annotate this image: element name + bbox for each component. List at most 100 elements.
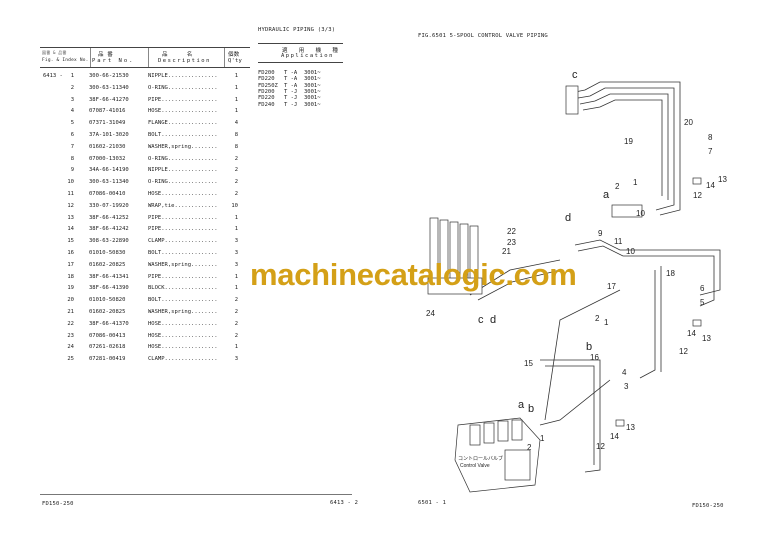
fitting (692, 319, 702, 327)
callout-label: d (565, 212, 571, 224)
callout-label: 10 (626, 247, 635, 256)
pipe-line (582, 99, 663, 196)
callout-label: 14 (687, 329, 696, 338)
callout-label: 1 (604, 318, 609, 327)
pipe-line (574, 239, 721, 296)
part-number: 01602-20825 (89, 309, 126, 315)
description: O-RING............... (148, 179, 218, 186)
quantity: 1 (234, 273, 238, 280)
part-number: 300-66-21530 (89, 73, 129, 79)
model: FD220 (258, 76, 275, 83)
callout-label: 12 (693, 191, 702, 200)
callout-label: 23 (507, 238, 516, 247)
item-number: 19 (67, 285, 74, 292)
item-number: 12 (67, 202, 74, 209)
item-number: 20 (67, 297, 74, 304)
callout-label: 2 (615, 182, 620, 191)
part-number: 38F-66-41270 (89, 96, 129, 103)
quantity: 4 (234, 120, 238, 127)
part-number: 38F-66-41341 (89, 273, 129, 280)
description: WASHER,spring........ (148, 309, 218, 315)
header-part-no: Part No. (92, 58, 135, 64)
pipe-line (574, 81, 681, 216)
part-number: 308-63-22890 (89, 238, 129, 245)
fig-no: 6413 - (43, 73, 63, 79)
spool (497, 420, 509, 442)
fitting (615, 419, 625, 427)
part-number: 07086-00413 (89, 332, 126, 339)
quantity: 2 (234, 320, 238, 327)
callout-label: 20 (684, 118, 693, 127)
callout-label: 19 (624, 137, 633, 146)
pipe-line (577, 245, 715, 307)
part-number: 37A-101-3020 (89, 132, 129, 138)
callout-label: 13 (702, 334, 711, 343)
quantity: 2 (234, 191, 238, 197)
callout-label: 1 (540, 434, 545, 443)
description: HOSE................. (148, 320, 218, 327)
valve-block-upper (427, 217, 483, 295)
callout-label: 10 (636, 209, 645, 218)
brackets (565, 85, 702, 427)
quantity: 2 (234, 309, 238, 315)
quantity: 8 (234, 143, 238, 150)
footer-model-left: FD150-250 (42, 501, 74, 507)
description: WRAP,tie............. (148, 202, 218, 209)
callout-label: 18 (666, 269, 675, 278)
description: PIPE................. (148, 214, 218, 221)
quantity: 10 (231, 202, 238, 209)
part-number: 07087-41016 (89, 108, 126, 115)
section-title: HYDRAULIC PIPING (3/3) (258, 27, 336, 33)
item-number: 17 (67, 261, 74, 268)
description: HOSE................. (148, 191, 218, 197)
model: FD250Z (258, 82, 278, 89)
item-number: 21 (67, 309, 74, 315)
description: HOSE................. (148, 332, 218, 339)
description: CLAMP................ (148, 238, 218, 245)
quantity: 1 (234, 226, 238, 233)
valve-label-jp: コントロールバルブ (458, 455, 503, 462)
item-number: 10 (67, 179, 74, 186)
control-valve (454, 417, 541, 493)
model: FD200 (258, 70, 275, 76)
header-fig-index-jp: 図番 & 品番 (42, 50, 67, 55)
valve-end (504, 449, 531, 481)
type: T -A (284, 76, 298, 83)
quantity: 2 (234, 297, 238, 304)
header-part-no-jp: 品 番 (98, 52, 113, 58)
item-number: 22 (67, 320, 74, 327)
quantity: 3 (234, 261, 238, 268)
callout-label: 3 (624, 382, 629, 391)
callout-label: 12 (679, 347, 688, 356)
callout-label: 14 (610, 432, 619, 441)
part-number: 07281-00419 (89, 356, 126, 363)
bracket (611, 204, 643, 218)
quantity: 2 (234, 332, 238, 339)
quantity: 1 (234, 73, 238, 79)
pipe-line (639, 270, 656, 379)
watermark: machinecatalogic.com (250, 257, 577, 292)
header-qty: Q'ty (228, 58, 243, 64)
valve-label: Control Valve (460, 463, 490, 469)
part-number: 07000-13032 (89, 155, 126, 162)
description: NIPPLE............... (148, 167, 218, 174)
callout-label: c (572, 69, 578, 81)
item-number: 8 (70, 155, 74, 162)
callout-label: b (528, 403, 534, 415)
